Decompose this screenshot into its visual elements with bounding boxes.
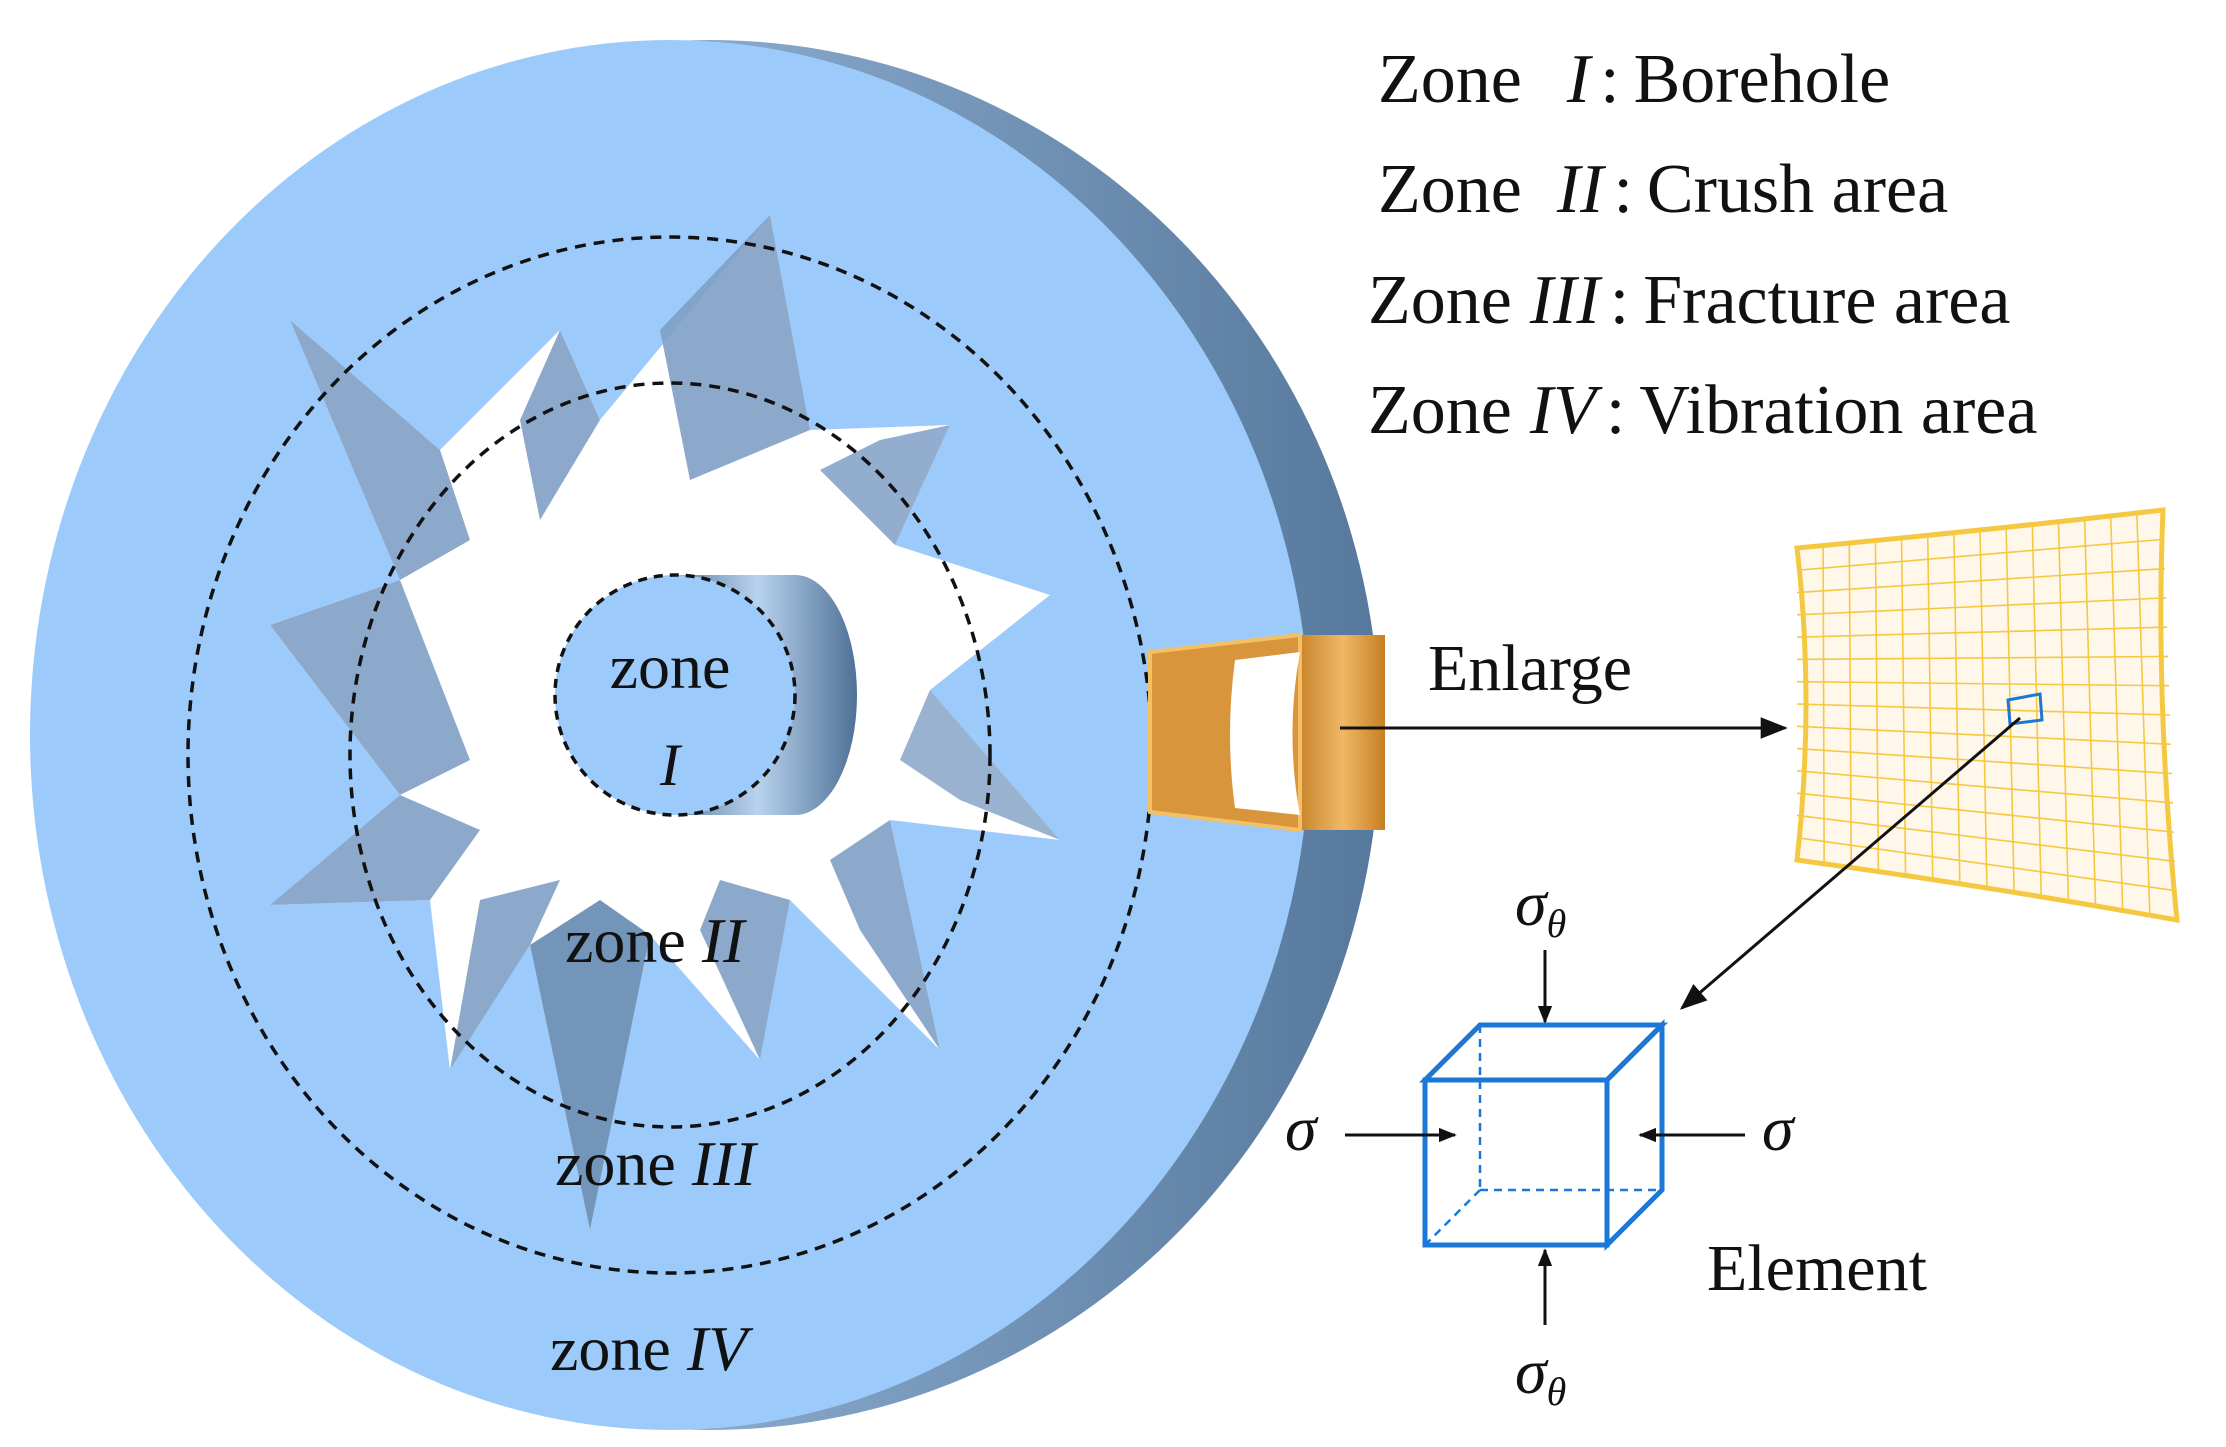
zone-2-label: zone II	[565, 905, 747, 976]
zone-2-boundary	[348, 381, 992, 1129]
mesh-line-h	[1796, 747, 2173, 775]
sigma-theta-bottom: σθ	[1515, 1336, 1566, 1414]
zone-1-boundary	[553, 573, 797, 817]
mesh-line-v	[2083, 518, 2097, 908]
mesh-line-v	[2136, 512, 2151, 916]
enlarged-mesh	[1794, 507, 2180, 924]
spike-shade-10	[830, 820, 940, 1050]
mesh-line-h	[1796, 814, 2176, 863]
mesh-line-h	[1796, 792, 2175, 833]
sample-rim-face	[1300, 635, 1385, 830]
sample-window	[1230, 652, 1300, 815]
element-sample	[1148, 632, 1385, 833]
borehole	[553, 573, 857, 817]
cube-top-face	[1418, 1022, 1669, 1083]
enlarge-label: Enlarge	[1428, 632, 1632, 705]
sigma-left: σ	[1285, 1093, 1319, 1164]
sigma-right: σ	[1762, 1093, 1796, 1164]
zone-1-numeral: I	[659, 732, 683, 798]
cube-hidden-edge-d	[1424, 1189, 1481, 1246]
spike-shade-11	[900, 690, 1060, 840]
mesh-selected-cell	[2006, 692, 2044, 726]
spike-shade-2	[520, 330, 600, 520]
cube-front-face	[1422, 1077, 1610, 1248]
mesh-line-v	[2109, 515, 2124, 912]
zone-4-label: zone IV	[550, 1313, 754, 1384]
borehole-face	[555, 575, 795, 815]
zone-1-word: zone	[610, 631, 731, 702]
spike-shade-6	[270, 795, 480, 905]
mesh-line-h	[1796, 836, 2177, 892]
sigma-theta-top: σθ	[1515, 868, 1566, 946]
mesh-line-v	[2057, 520, 2070, 903]
spike-shade-7	[450, 880, 560, 1070]
mesh-line-h	[1796, 770, 2174, 804]
stress-cube	[1418, 1018, 1669, 1252]
spike-shade-9	[700, 880, 790, 1060]
zone-3-label: zone III	[555, 1128, 758, 1199]
spike-shade-4	[820, 425, 950, 545]
spike-shade-5	[270, 580, 470, 795]
spike-shade-8	[530, 900, 650, 1230]
mesh-line-v	[2031, 523, 2043, 899]
element-pointer-arrow	[1679, 716, 2021, 1010]
mesh-line-h	[1796, 703, 2171, 716]
mesh-line-h	[1796, 725, 2172, 746]
mesh-outline	[1794, 507, 2180, 924]
mesh-grid	[1796, 512, 2177, 916]
element-label: Element	[1707, 1232, 1927, 1305]
spike-shade-3	[660, 215, 810, 480]
